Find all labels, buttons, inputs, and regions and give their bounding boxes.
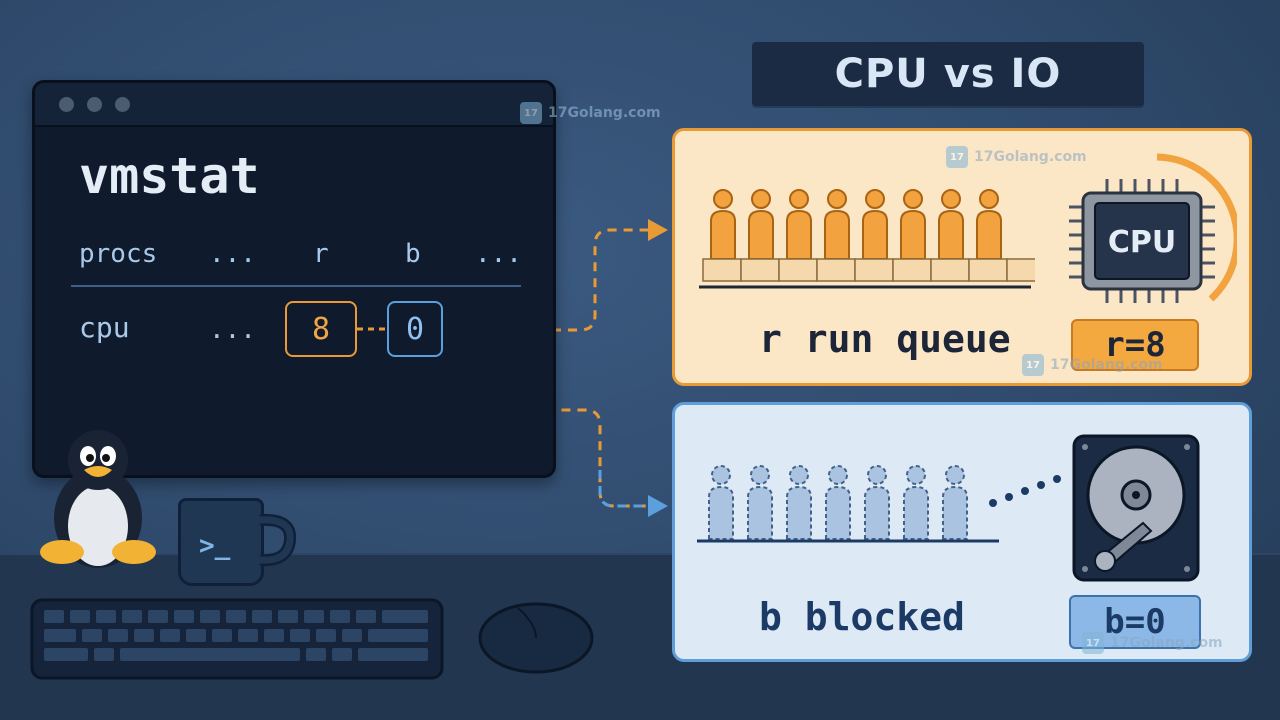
queue-slot xyxy=(816,258,856,282)
title-banner: CPU vs IO xyxy=(752,42,1144,106)
blocked-processes xyxy=(697,465,999,543)
header-divider xyxy=(71,285,521,287)
hard-disk-icon xyxy=(1072,434,1200,582)
column-procs: procs xyxy=(79,239,158,269)
cpu-chip-icon: CPU xyxy=(1069,153,1237,303)
diagram-title: CPU vs IO xyxy=(834,51,1062,97)
queue-slot xyxy=(1006,258,1035,282)
watermark: 17 17Golang.com xyxy=(946,146,1087,168)
b-arrow-head xyxy=(648,495,668,517)
blocked-process-placeholder-icon xyxy=(708,465,734,540)
cpu-chip-label: CPU xyxy=(1108,225,1176,260)
run-queue-caption: r run queue xyxy=(759,317,1011,361)
mug-prompt-label: >_ xyxy=(199,531,231,561)
blocked-caption: b blocked xyxy=(759,595,965,639)
watermark-logo-icon: 17 xyxy=(946,146,968,168)
value-link xyxy=(357,327,387,331)
queued-process-icon xyxy=(938,189,964,260)
queued-process-icon xyxy=(862,189,888,260)
queued-process-icon xyxy=(748,189,774,260)
window-dot-icon xyxy=(87,97,102,112)
column-r: r xyxy=(313,239,329,269)
blocked-process-placeholder-icon xyxy=(903,465,929,540)
r-arrow-head xyxy=(648,219,668,241)
queued-process-icon xyxy=(710,189,736,260)
watermark: 17 17Golang.com xyxy=(1022,354,1163,376)
blocked-process-placeholder-icon xyxy=(825,465,851,540)
watermark: 17 17Golang.com xyxy=(520,102,661,124)
queue-slot xyxy=(740,258,780,282)
terminal-window: vmstat procs ... r b ... cpu ... 8 0 xyxy=(32,80,556,478)
column-ellipsis: ... xyxy=(475,239,522,269)
watermark-logo-icon: 17 xyxy=(1082,632,1104,654)
column-b: b xyxy=(405,239,421,269)
blocked-process-placeholder-icon xyxy=(786,465,812,540)
r-badge: r=8 xyxy=(1071,319,1199,371)
column-ellipsis: ... xyxy=(209,239,256,269)
b-connector xyxy=(598,470,650,508)
queue-slot xyxy=(892,258,932,282)
run-queue-processes xyxy=(699,189,1035,289)
queued-process-icon xyxy=(976,189,1002,260)
mouse-icon xyxy=(478,602,594,674)
queue-slot xyxy=(968,258,1008,282)
watermark-logo-icon: 17 xyxy=(1022,354,1044,376)
r-value-box: 8 xyxy=(285,301,357,357)
b-value-box: 0 xyxy=(387,301,443,357)
terminal-command: vmstat xyxy=(79,147,260,205)
queued-process-icon xyxy=(786,189,812,260)
mug: >_ xyxy=(178,498,264,586)
penguin-mascot-icon xyxy=(40,430,156,568)
row-ellipsis: ... xyxy=(209,315,256,345)
desk-edge xyxy=(0,553,1280,556)
blocked-process-placeholder-icon xyxy=(864,465,890,540)
keyboard-icon xyxy=(30,598,444,680)
terminal-titlebar xyxy=(35,83,553,127)
blocked-process-placeholder-icon xyxy=(747,465,773,540)
watermark-logo-icon: 17 xyxy=(520,102,542,124)
row-label-cpu: cpu xyxy=(79,311,130,344)
queued-process-icon xyxy=(824,189,850,260)
blocked-process-placeholder-icon xyxy=(942,465,968,540)
queue-slot xyxy=(854,258,894,282)
cpu-run-queue-panel: CPU r run queue r=8 xyxy=(672,128,1252,386)
window-dot-icon xyxy=(59,97,74,112)
queue-slot xyxy=(930,258,970,282)
queued-process-icon xyxy=(900,189,926,260)
window-dot-icon xyxy=(115,97,130,112)
queue-slot xyxy=(702,258,742,282)
io-wait-dots xyxy=(989,475,1061,507)
io-blocked-panel: b blocked b=0 xyxy=(672,402,1252,662)
queue-slot xyxy=(778,258,818,282)
watermark: 17 17Golang.com xyxy=(1082,632,1223,654)
r-connector xyxy=(440,228,650,332)
mug-handle xyxy=(259,513,297,567)
